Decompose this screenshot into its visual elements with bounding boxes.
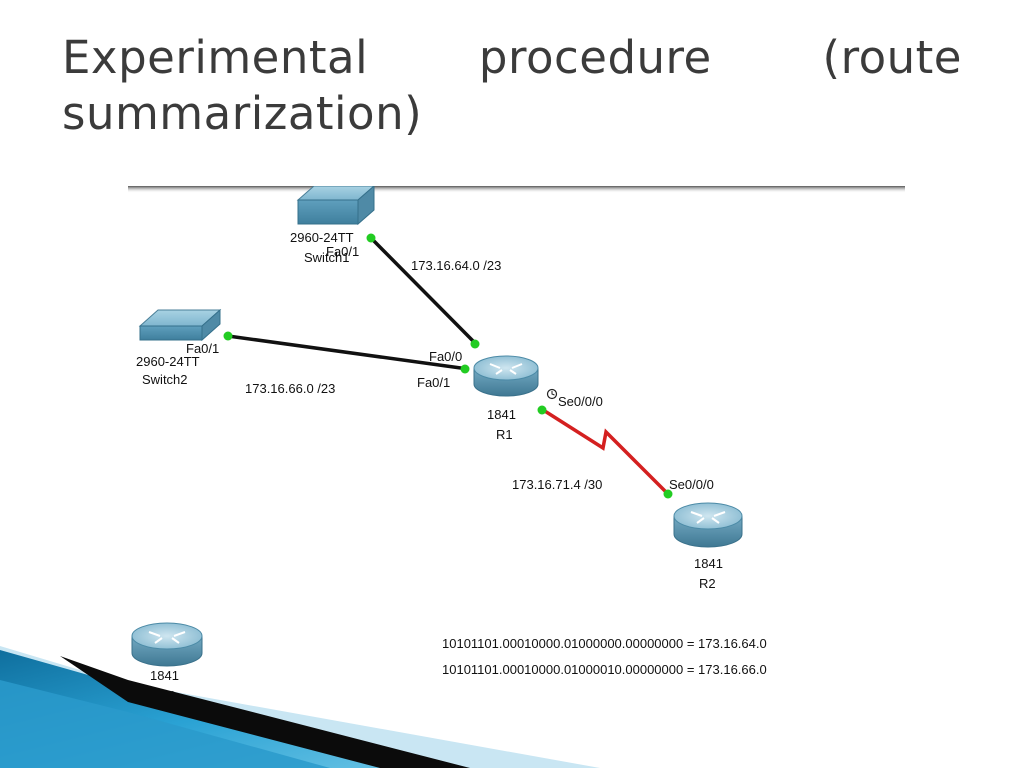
router-r2-icon[interactable] — [673, 502, 743, 548]
r1-model-label: 1841 — [487, 407, 516, 422]
port-dot-switch2 — [223, 331, 233, 341]
network-r1-r2-label: 173.16.71.4 /30 — [512, 477, 602, 492]
port-dot-r1-fa01 — [460, 364, 470, 374]
slide-title: Experimental procedure (route summarizat… — [62, 30, 962, 142]
switch1-model-label: 2960-24TT — [290, 230, 354, 245]
switch2-icon[interactable] — [138, 308, 222, 342]
title-line-2: summarization) — [62, 87, 423, 140]
title-word-3: (route — [822, 31, 962, 84]
r1-name-label: R1 — [496, 427, 513, 442]
switch2-port-label: Fa0/1 — [186, 341, 219, 356]
r2-name-label: R2 — [699, 576, 716, 591]
link-switch1-r1 — [369, 236, 480, 348]
network-sw2-r1-label: 173.16.66.0 /23 — [245, 381, 335, 396]
port-dot-r1-fa00 — [470, 339, 480, 349]
switch1-icon[interactable] — [296, 186, 375, 226]
port-dot-switch1 — [366, 233, 376, 243]
port-dot-r2-se000 — [663, 489, 673, 499]
slide-corner-decoration — [0, 646, 600, 768]
port-dot-r1-se000 — [537, 405, 547, 415]
switch1-port-label: Fa0/1 — [326, 244, 359, 259]
clock-icon — [546, 388, 558, 400]
router-r1-icon[interactable] — [473, 355, 539, 397]
link-r1-r2-serial — [539, 406, 670, 496]
router-r3-icon[interactable] — [131, 622, 203, 667]
topology-diagram: 2960-24TT Switch1 Fa0/1 Fa0/1 2960-24TT … — [128, 186, 905, 703]
r2-model-label: 1841 — [694, 556, 723, 571]
binary-line-2: 10101101.00010000.01000010.00000000 = 17… — [442, 662, 767, 677]
title-word-1: Experimental — [62, 31, 369, 84]
link-switch2-r1 — [227, 334, 469, 371]
r1-se000-label: Se0/0/0 — [558, 394, 603, 409]
topology-canvas: 2960-24TT Switch1 Fa0/1 Fa0/1 2960-24TT … — [128, 186, 905, 715]
network-sw1-r1-label: 173.16.64.0 /23 — [411, 258, 501, 273]
r2-se000-label: Se0/0/0 — [669, 477, 714, 492]
binary-line-1: 10101101.00010000.01000000.00000000 = 17… — [442, 636, 767, 651]
switch2-model-label: 2960-24TT — [136, 354, 200, 369]
switch2-name-label: Switch2 — [142, 372, 188, 387]
r1-fa00-label: Fa0/0 — [429, 349, 462, 364]
r1-fa01-label: Fa0/1 — [417, 375, 450, 390]
title-word-2: procedure — [478, 31, 712, 84]
canvas-top-shadow — [128, 186, 905, 193]
switch1-name-label: Switch1 — [304, 250, 350, 265]
r3-model-label: 1841 — [150, 668, 179, 683]
